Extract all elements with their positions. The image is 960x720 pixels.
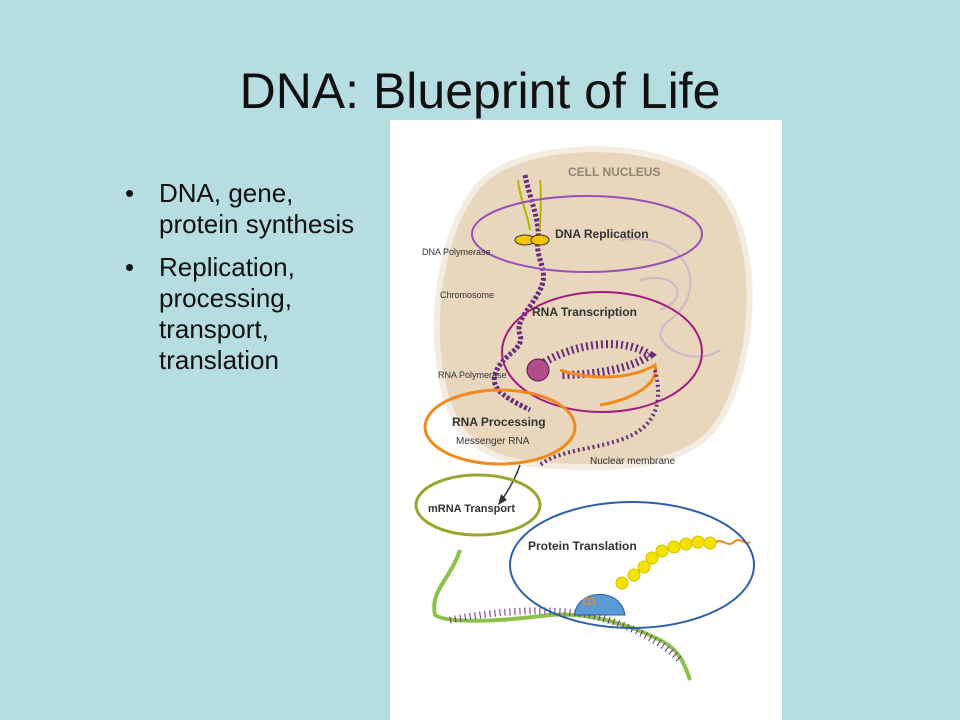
rna-polymerase-label: RNA Polymerase <box>438 370 507 380</box>
protein-chain <box>615 535 717 590</box>
bullet-list: • DNA, gene, protein synthesis • Replica… <box>125 178 375 388</box>
cytoplasm-mrna <box>432 549 692 681</box>
protein-synthesis-diagram: ꝏ CELL NUCLEUS DNA Replication DNA Polym… <box>390 120 782 720</box>
rna-transcript <box>559 362 657 407</box>
transcription-helix <box>537 340 657 379</box>
dna-polymerase-label: DNA Polymerase <box>422 247 491 257</box>
bullet-dot-icon: • <box>125 252 135 282</box>
cell-nucleus-shape <box>433 146 753 471</box>
rna-polymerase-icon <box>526 358 550 382</box>
trna-icon: ꝏ <box>582 592 596 608</box>
slide-title: DNA: Blueprint of Life <box>239 63 721 119</box>
bullet-text: Replication, processing, transport, tran… <box>159 252 295 375</box>
rna-transcription-label: RNA Transcription <box>532 305 637 319</box>
bullet-item: • Replication, processing, transport, tr… <box>125 252 375 376</box>
arrow-head-icon <box>498 494 507 505</box>
diagram-canvas: ꝏ CELL NUCLEUS DNA Replication DNA Polym… <box>414 146 755 681</box>
dna-replication-ring <box>471 195 703 273</box>
chromosome-label: Chromosome <box>440 290 494 300</box>
cell-nucleus-label: CELL NUCLEUS <box>568 165 660 179</box>
mrna-transport-ring <box>414 473 542 537</box>
rna-transcription-ring <box>501 291 703 413</box>
bullet-item: • DNA, gene, protein synthesis <box>125 178 375 240</box>
nuclear-membrane-label: Nuclear membrane <box>590 456 675 467</box>
mrna-transport-label: mRNA Transport <box>428 503 515 515</box>
rna-processing-ring <box>423 388 577 466</box>
dna-strand <box>491 174 546 413</box>
ribosome-icon <box>574 593 626 616</box>
dna-strand-top <box>517 179 542 231</box>
dna-replication-label: DNA Replication <box>555 227 649 241</box>
messenger-rna-strand <box>538 369 661 467</box>
dna-polymerase-icon <box>530 234 550 246</box>
protein-translation-ring <box>509 501 755 629</box>
protein-translation-label: Protein Translation <box>528 539 637 553</box>
bullet-dot-icon: • <box>125 178 135 208</box>
rna-processing-label: RNA Processing <box>452 415 546 429</box>
messenger-rna-label: Messenger RNA <box>456 436 530 447</box>
bullet-text: DNA, gene, protein synthesis <box>159 178 355 239</box>
